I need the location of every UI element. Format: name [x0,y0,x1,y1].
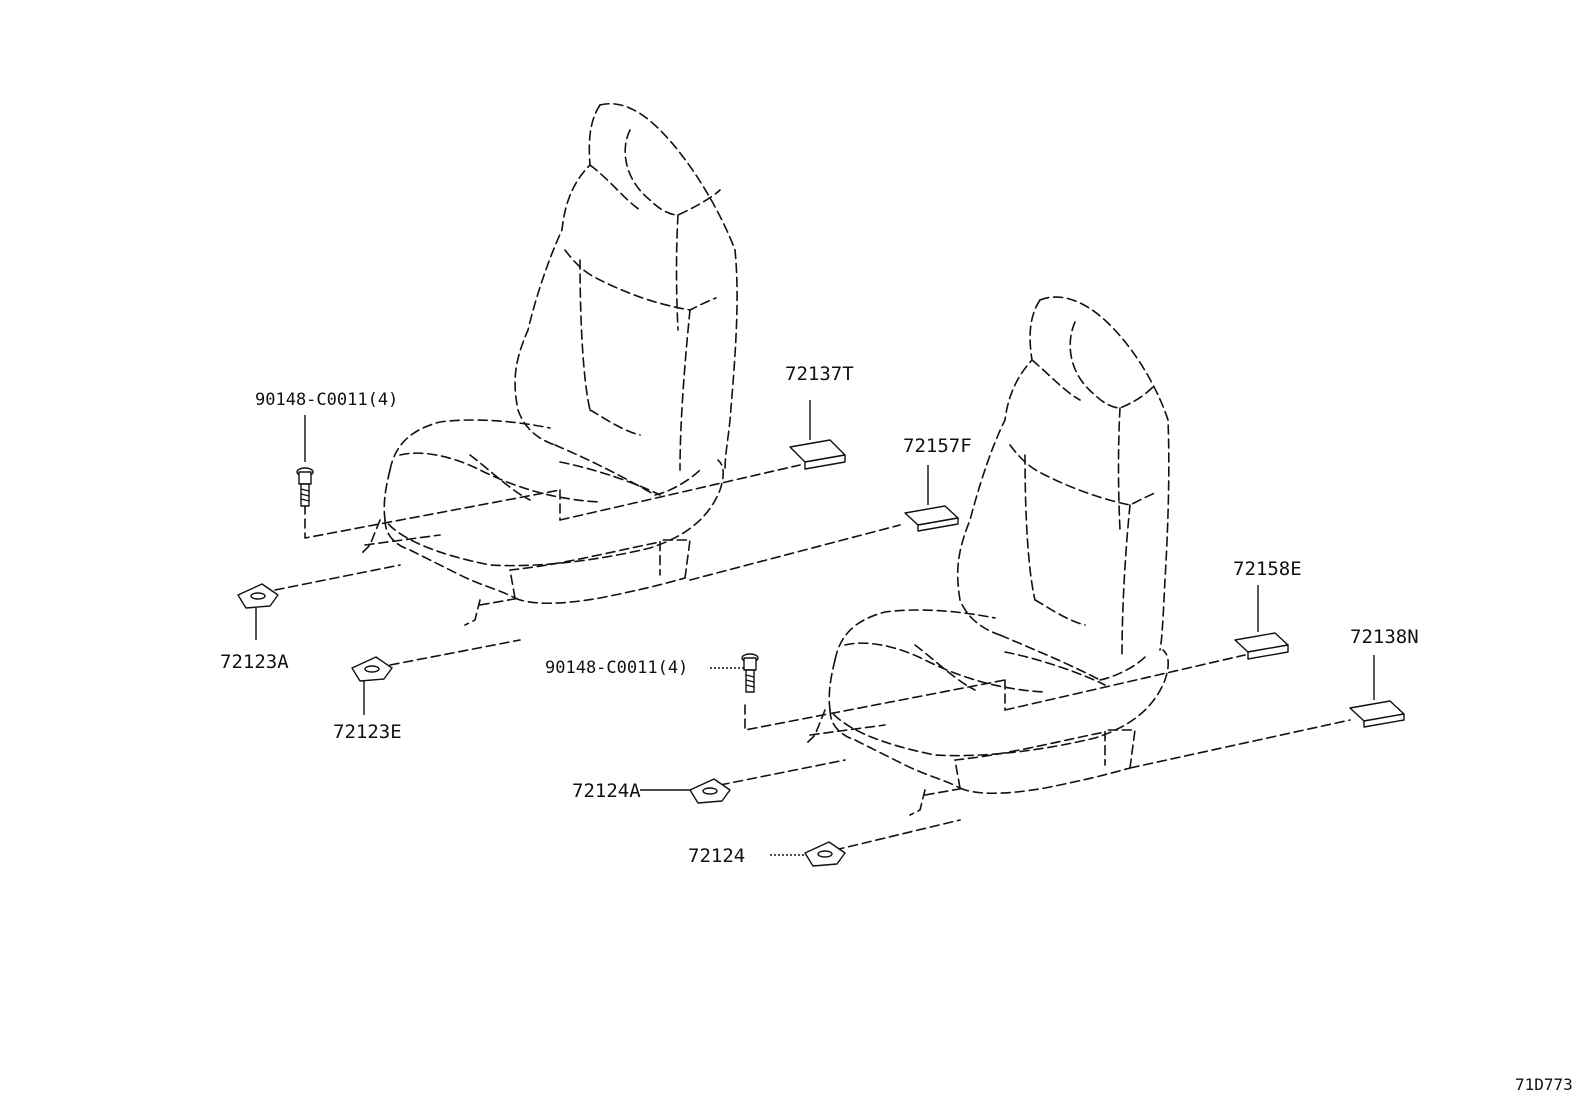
label-bolt-left: 90148-C0011(4) [255,390,398,410]
clip-72137T-icon[interactable] [789,400,846,470]
label-72157F: 72157F [903,435,972,457]
label-bolt-right: 90148-C0011(4) [545,658,688,678]
nut-72123E-icon[interactable] [351,656,393,715]
drawing-code: 71D773 [1515,1075,1573,1094]
nut-72124A-icon[interactable] [640,778,731,804]
label-72124A: 72124A [572,780,641,802]
label-72158E: 72158E [1233,558,1302,580]
label-72123A: 72123A [220,651,289,673]
left-seat [359,103,738,626]
label-72137T: 72137T [785,363,854,385]
nut-72123A-icon[interactable] [237,583,279,640]
nut-72124-icon[interactable] [770,841,846,867]
label-72123E: 72123E [333,721,402,743]
clip-72158E-icon[interactable] [1234,585,1289,660]
bolt-icon[interactable] [296,415,314,507]
assembly-lines [274,464,1351,851]
clip-72157F-icon[interactable] [904,465,959,532]
right-seat [804,296,1170,816]
clip-72138N-icon[interactable] [1349,655,1405,728]
label-72138N: 72138N [1350,626,1419,648]
label-72124: 72124 [688,845,745,867]
bolt-icon[interactable] [710,653,759,693]
